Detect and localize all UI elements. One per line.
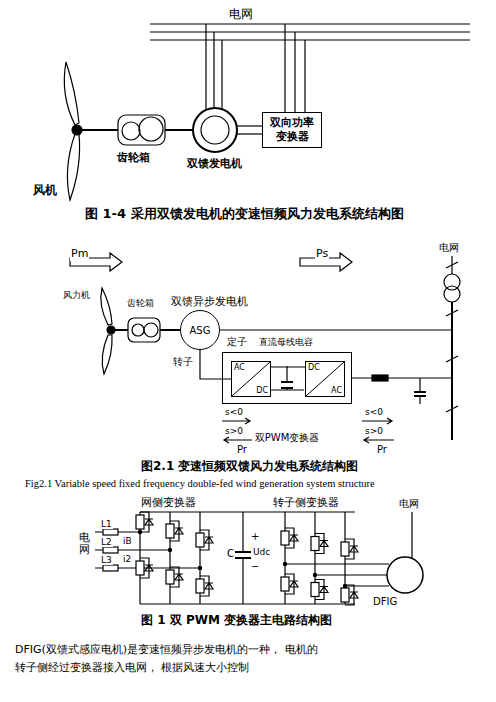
label-text: 转子侧变换器: [272, 497, 340, 510]
label-text: +: [250, 531, 260, 543]
label-text: 风机: [32, 184, 58, 198]
label-text: 双馈异步发电机: [170, 296, 249, 309]
label-text: s>0: [364, 426, 384, 436]
label-text: s>0: [224, 426, 244, 436]
rectifier-block: AC DC: [231, 361, 271, 397]
node-text: AC: [331, 386, 342, 395]
wire-connector: [200, 350, 231, 379]
label-text: Udc: [252, 547, 271, 557]
node-text: DC: [256, 386, 268, 395]
label-text: L3: [100, 555, 113, 565]
label-text: 图 1-4 采用双馈发电机的变速恒频风力发电系统结构图: [84, 207, 405, 222]
node-text: 双向功率变换器: [265, 116, 319, 144]
node-text: AC: [234, 363, 245, 372]
label-text: Pr: [236, 444, 248, 456]
label-text: 电网: [398, 498, 420, 510]
label-text: L2: [100, 537, 113, 547]
label-text: Pm: [70, 248, 89, 261]
label-text: 齿轮箱: [126, 298, 155, 308]
label-text: 双馈发电机: [186, 158, 243, 171]
label-text: 电网: [438, 242, 460, 254]
label-text: Pr: [376, 444, 388, 456]
label-text: 图2.1 变速恒频双馈风力发电系统结构图: [140, 460, 359, 474]
inverter-block: DC AC: [305, 361, 345, 397]
label-text: s<0: [364, 407, 384, 417]
label-text: 电网: [228, 8, 254, 22]
pwm-converter-box: 双PWM变换器ACDCDCAC: [222, 352, 352, 404]
label-text: Ps: [315, 248, 329, 261]
label-text: 直流母线电容: [258, 337, 314, 347]
wire-connector: [271, 367, 305, 368]
label-text: −: [250, 561, 260, 573]
label-text: iB: [122, 536, 133, 546]
label-text: 电网: [78, 532, 91, 556]
label-text: 转子侧经过变换器接入电网， 根据风速大小控制: [14, 662, 251, 675]
label-text: 网侧变换器: [140, 497, 197, 510]
node-text: DC: [308, 363, 320, 372]
label-text: DFIG: [372, 596, 398, 608]
label-text: DFIG(双馈式感应电机)是变速恒频异步发电机的一种， 电机的: [14, 644, 319, 657]
converter-box: 双向功率变换器: [262, 112, 322, 148]
label-text: 图 1 双 PWM 变换器主电路结构图: [140, 614, 333, 628]
label-text: 齿轮箱: [116, 152, 151, 165]
label-text: 定子: [226, 336, 248, 348]
node-text: 双PWM变换器: [255, 431, 320, 445]
label-text: Fig2.1 Variable speed fixed frequency do…: [24, 478, 376, 490]
label-text: C: [226, 548, 235, 560]
label-text: s<0: [224, 407, 244, 417]
label-text: 风力机: [62, 290, 91, 300]
label-text: L1: [100, 519, 113, 529]
label-text: i2: [122, 554, 132, 564]
label-text: 转子: [172, 356, 194, 368]
generator-circle: ASG: [180, 310, 220, 350]
node-text: ASG: [190, 325, 211, 336]
